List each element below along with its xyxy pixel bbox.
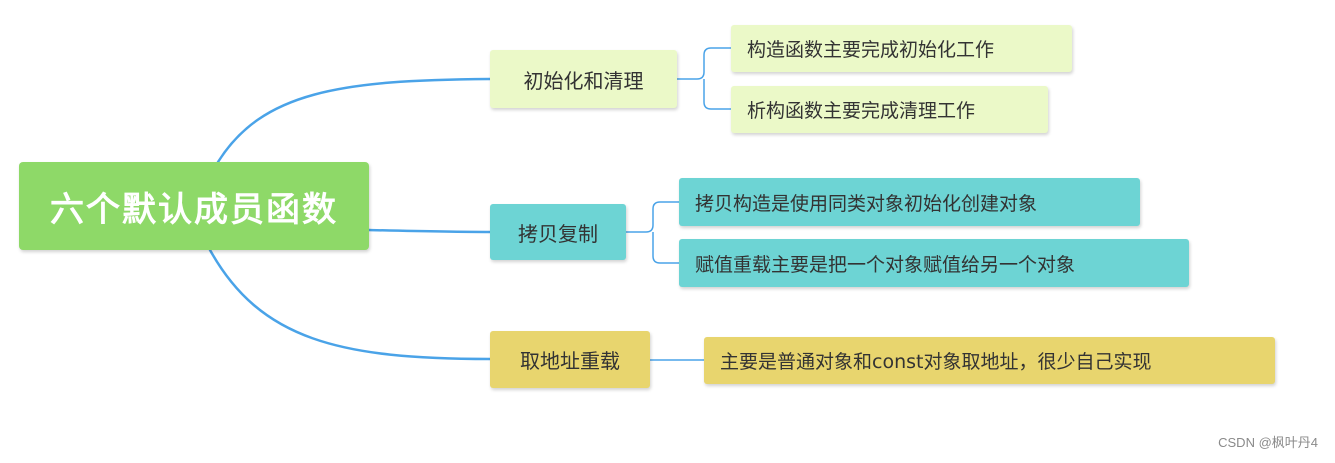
branch-label: 取地址重载 <box>520 349 620 373</box>
leaf-label: 主要是普通对象和const对象取地址，很少自己实现 <box>720 351 1152 373</box>
connector-root-branch-3 <box>208 248 492 361</box>
connector-root-branch-1 <box>216 77 492 164</box>
branch-node-copy[interactable]: 拷贝复制 <box>490 204 626 260</box>
connector-branch-1-leaf-1 <box>677 47 731 80</box>
connector-root-branch-2 <box>367 228 492 234</box>
leaf-label: 拷贝构造是使用同类对象初始化创建对象 <box>695 192 1038 215</box>
root-node[interactable]: 六个默认成员函数 <box>19 162 369 250</box>
branch-label: 拷贝复制 <box>518 221 598 246</box>
connector-branch-1-leaf-2 <box>703 79 731 110</box>
branch-label: 初始化和清理 <box>523 68 644 93</box>
leaf-node-constructor[interactable]: 构造函数主要完成初始化工作 <box>731 25 1072 72</box>
leaf-label: 析构函数主要完成清理工作 <box>747 100 976 122</box>
leaf-node-address-of-detail[interactable]: 主要是普通对象和const对象取地址，很少自己实现 <box>704 337 1275 384</box>
leaf-label: 赋值重载主要是把一个对象赋值给另一个对象 <box>695 253 1076 276</box>
leaf-node-copy-constructor[interactable]: 拷贝构造是使用同类对象初始化创建对象 <box>679 178 1140 226</box>
branch-node-address-of-overload[interactable]: 取地址重载 <box>490 331 650 388</box>
connector-branch-2-leaf-1 <box>626 201 679 233</box>
branch-node-initialization-cleanup[interactable]: 初始化和清理 <box>490 50 677 108</box>
root-label: 六个默认成员函数 <box>50 189 338 230</box>
leaf-label: 构造函数主要完成初始化工作 <box>747 39 995 61</box>
leaf-node-destructor[interactable]: 析构函数主要完成清理工作 <box>731 86 1048 133</box>
leaf-node-assignment-overload[interactable]: 赋值重载主要是把一个对象赋值给另一个对象 <box>679 239 1189 287</box>
watermark: CSDN @枫叶丹4 <box>1218 435 1318 450</box>
connector-branch-2-leaf-2 <box>652 232 679 264</box>
